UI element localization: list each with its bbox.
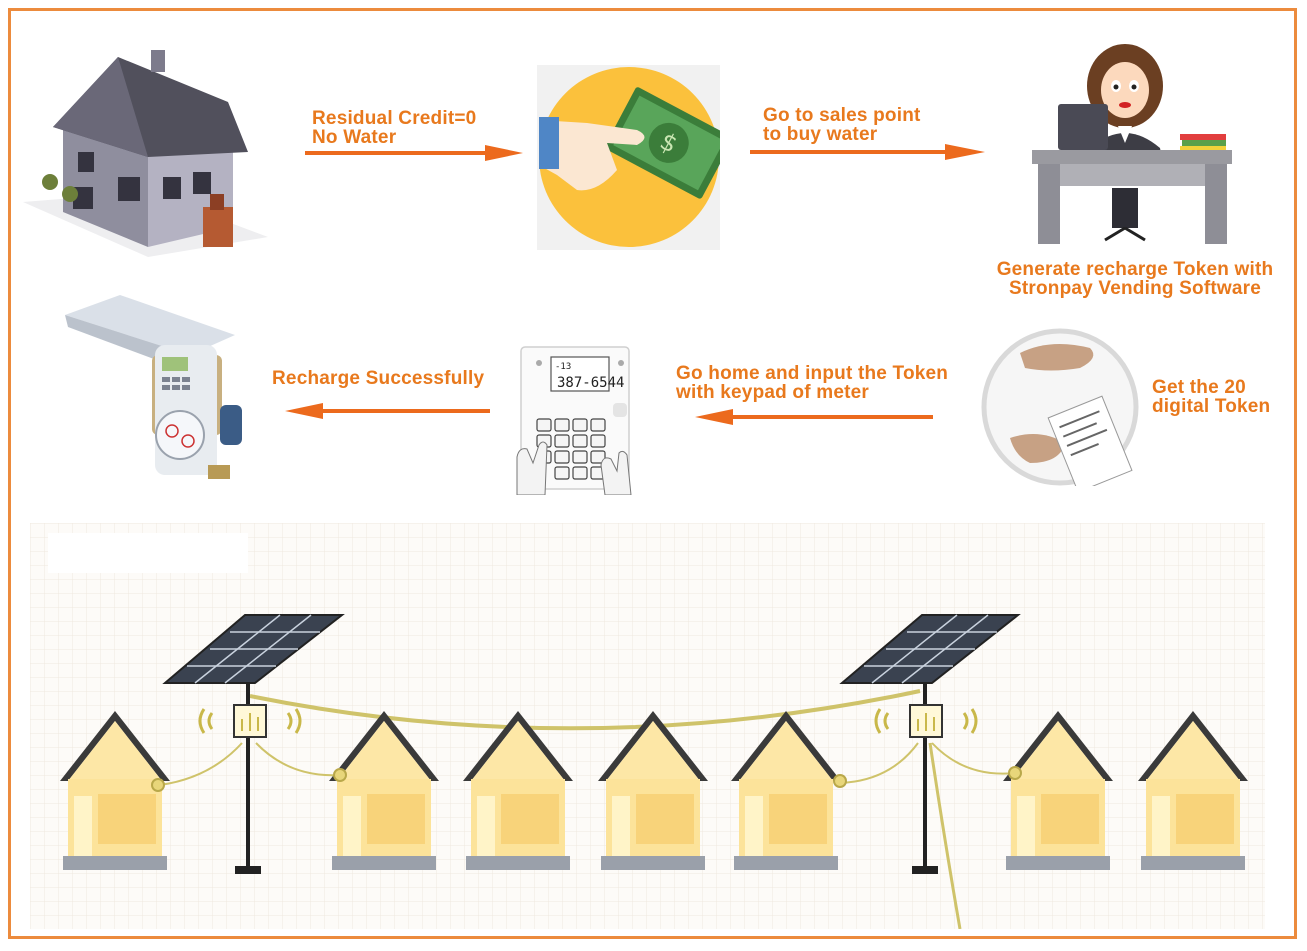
svg-text:-13: -13: [555, 362, 571, 372]
solar-network-illustration: [30, 523, 1265, 929]
wireless-signal-icon: [198, 708, 302, 734]
house-icon: [23, 50, 268, 257]
water-meter-icon: [65, 295, 242, 479]
arrow-left-2: [695, 409, 933, 425]
wireless-signal-icon: [874, 708, 978, 734]
step-buy-label: Go to sales point to buy water: [763, 105, 921, 145]
solar-panel-icon: [839, 614, 1021, 874]
arrow-left-1: [285, 403, 490, 419]
house-illustration: [731, 711, 841, 870]
vendor-woman-icon: [1032, 44, 1232, 244]
solar-panel-icon: [162, 614, 345, 874]
house-illustration: [1138, 711, 1248, 870]
step-input-label: Go home and input the Token with keypad …: [676, 363, 949, 403]
arrow-right-1: [305, 145, 523, 161]
arrow-right-2: [750, 144, 985, 160]
house-illustration: [598, 711, 708, 870]
svg-text:387-6544: 387-6544: [557, 375, 624, 391]
keypad-icon: -13 387-6544: [516, 346, 632, 495]
step-no-water-label: Residual Credit=0 No Water: [312, 108, 477, 148]
money-hand-icon: $: [537, 65, 720, 250]
step-token-label: Get the 20 digital Token: [1152, 377, 1271, 417]
house-illustration: [463, 711, 573, 870]
step-success-label: Recharge Successfully: [272, 368, 485, 389]
token-handover-icon: [981, 328, 1139, 486]
diagram-frame: [8, 8, 1297, 939]
house-illustration: [60, 711, 170, 870]
step-generate-label: Generate recharge Token with Stronpay Ve…: [996, 259, 1274, 299]
